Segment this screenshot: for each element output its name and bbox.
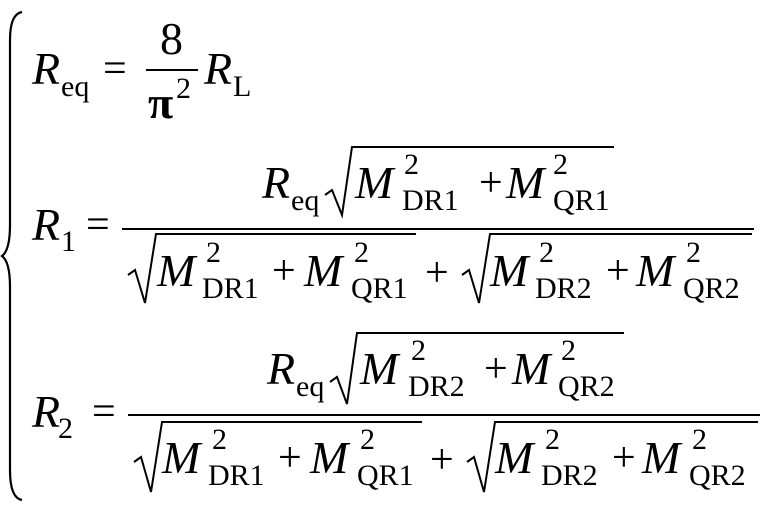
eq3-den-mid-plus: + [430, 437, 454, 483]
eq3-den-a-m1-sup: 2 [212, 423, 227, 456]
left-brace [0, 10, 23, 502]
eq3-den-a-plus: + [278, 435, 302, 481]
eq2-den-b-m2-sup: 2 [686, 236, 701, 269]
radical-eq2-num [324, 146, 614, 219]
eq3-num-r-sub: eq [296, 370, 325, 403]
eq2-den-a-m2-sub: QR1 [351, 272, 408, 305]
eq3-den-b-m2: M [642, 432, 681, 483]
eq3-num-m1: M [360, 343, 399, 394]
eq2-num-m1-sup: 2 [404, 148, 419, 181]
eq3-lhs-subscript: 2 [58, 412, 73, 445]
eq3-num-r: R [267, 343, 296, 394]
eq2-den-a-m2-sup: 2 [354, 236, 369, 269]
eq2-num-r: R [262, 157, 291, 208]
eq1-numerator: 8 [160, 13, 183, 64]
eq2-den-b-m1-sup: 2 [539, 236, 554, 269]
eq2-den-a-m1-sub: DR1 [202, 272, 259, 305]
eq2-equals: = [86, 202, 110, 248]
eq2-num-m2-sub: QR1 [553, 184, 610, 217]
eq3-den-a-m1: M [162, 432, 201, 483]
eq1-lhs-symbol: R [32, 43, 61, 94]
eq3-den-a-m2-sup: 2 [360, 423, 375, 456]
eq3-lhs-symbol: R [32, 386, 61, 437]
eq3-den-b-m2-sub: QR2 [689, 459, 746, 492]
eq3-den-a-m1-sub: DR1 [208, 459, 265, 492]
eq2-num-r-sub: eq [291, 184, 320, 217]
eq2-num-m2-sup: 2 [553, 148, 568, 181]
eq3-num-m1-sup: 2 [411, 334, 426, 367]
eq1-equals: = [103, 46, 127, 92]
radical-eq2-den-a [127, 233, 416, 304]
eq2-den-b-m2: M [636, 245, 675, 296]
eq3-den-b-plus: + [612, 435, 636, 481]
eq1-lhs-subscript: eq [61, 70, 90, 103]
radical-eq3-den-b [466, 421, 758, 493]
eq2-num-m1: M [355, 157, 394, 208]
radical-eq3-num [329, 332, 624, 405]
eq3-den-b-m1-sub: DR2 [541, 459, 598, 492]
eq3-den-b-m1-sup: 2 [545, 423, 560, 456]
eq2-den-b-plus: + [606, 248, 630, 294]
eq2-den-b-m1-sub: DR2 [535, 272, 592, 305]
eq3-den-b-m1: M [495, 432, 534, 483]
eq2-lhs-subscript: 1 [61, 225, 76, 258]
eq1-pi-exponent: 2 [176, 72, 191, 105]
eq1-pi: π [148, 77, 174, 128]
eq2-den-a-m1: M [157, 245, 196, 296]
eq3-den-a-m2: M [310, 432, 349, 483]
eq2-den-a-m1-sup: 2 [206, 236, 221, 269]
eq2-den-a-m2: M [304, 245, 343, 296]
eq1-rhs-subscript: L [233, 70, 252, 103]
radical-eq3-den-a [133, 421, 422, 493]
eq2-num-m1-sub: DR1 [402, 184, 459, 217]
eq2-num-plus: + [479, 160, 503, 206]
eq1-rhs-symbol: R [204, 43, 233, 94]
eq2-den-b-m2-sub: QR2 [683, 272, 740, 305]
eq3-den-b-m2-sup: 2 [692, 423, 707, 456]
eq2-den-a-plus: + [272, 248, 296, 294]
eq3-num-plus: + [484, 346, 508, 392]
eq3-equals: = [92, 389, 116, 435]
radical-eq2-den-b [461, 233, 752, 304]
eq3-num-m2-sub: QR2 [558, 370, 615, 403]
eq2-lhs-symbol: R [32, 199, 61, 250]
eq2-den-mid-plus: + [425, 250, 449, 296]
eq3-den-a-m2-sub: QR1 [357, 459, 414, 492]
eq3-num-m2: M [512, 343, 551, 394]
eq3-num-m1-sub: DR2 [408, 370, 465, 403]
eq3-num-m2-sup: 2 [561, 334, 576, 367]
eq2-den-b-m1: M [490, 245, 529, 296]
eq2-num-m2: M [506, 157, 545, 208]
